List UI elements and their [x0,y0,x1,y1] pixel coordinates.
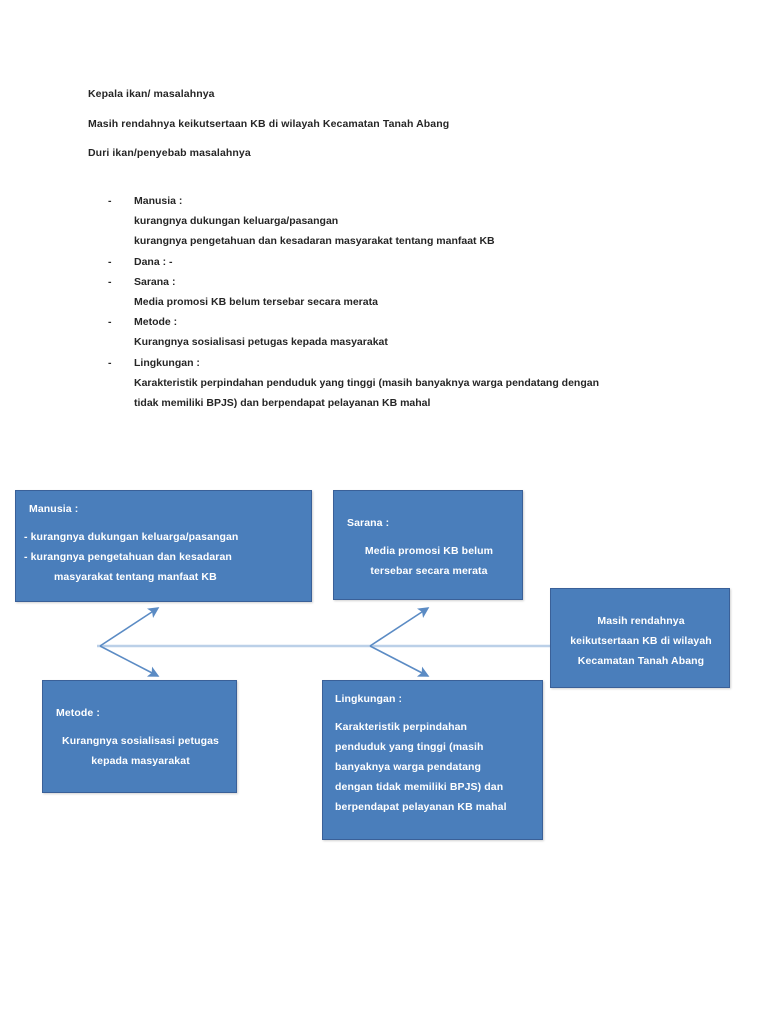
box-title: Lingkungan : [335,693,403,705]
list-item-dana: - Dana : - [108,252,698,272]
cause-list: - Manusia : kurangnya dukungan keluarga/… [108,191,698,413]
document-text-block: Kepala ikan/ masalahnya Masih rendahnya … [88,88,688,177]
cause-detail-line: tidak memiliki BPJS) dan berpendapat pel… [134,397,431,410]
box-body-line: Kurangnya sosialisasi petugas [62,735,219,747]
box-body-line: masyarakat tentang manfaat KB [54,571,217,583]
cause-detail-line: kurangnya pengetahuan dan kesadaran masy… [134,235,495,248]
cause-heading: - Dana : - [108,252,698,272]
box-body-line: penduduk yang tinggi (masih [335,741,484,753]
bullet-dash: - [108,356,112,369]
bullet-dash: - [108,255,112,268]
bone-sarana [369,607,430,647]
box-body-line: Karakteristik perpindahan [335,721,468,733]
box-body-line: berpendapat pelayanan KB mahal [335,801,507,813]
bullet-dash: - [108,316,112,329]
list-item-sarana: - Sarana : Media promosi KB belum terseb… [108,272,698,312]
cause-heading: - Metode : [108,312,698,332]
box-body: Masih rendahnya keikutsertaan KB di wila… [551,611,731,671]
box-body-line: dengan tidak memiliki BPJS) dan [335,781,504,793]
cause-heading: - Manusia : [108,191,698,211]
fishbone-box-head-problem[interactable]: Masih rendahnya keikutsertaan KB di wila… [550,588,730,688]
box-body-line: Kecamatan Tanah Abang [577,655,705,667]
cause-label: Metode : [134,316,178,329]
cause-label: Lingkungan : [134,356,200,369]
heading-fish-bones: Duri ikan/penyebab masalahnya [88,147,251,160]
cause-detail-line: Kurangnya sosialisasi petugas kepada mas… [134,336,388,349]
box-body: Media promosi KB belum tersebar secara m… [334,541,524,581]
bullet-dash: - [108,275,112,288]
box-body-line: - kurangnya dukungan keluarga/pasangan [24,531,239,543]
box-body-line: keikutsertaan KB di wilayah [570,635,712,647]
list-item-lingkungan: - Lingkungan : Karakteristik perpindahan… [108,353,698,414]
bullet-dash: - [108,195,112,207]
box-body-line: Media promosi KB belum [364,545,494,557]
cause-heading: - Sarana : [108,272,698,292]
fishbone-box-sarana[interactable]: Sarana : Media promosi KB belum tersebar… [333,490,523,600]
box-body: Kurangnya sosialisasi petugas kepada mas… [43,731,238,771]
problem-statement-text: Masih rendahnya keikutsertaan KB di wila… [88,117,450,130]
list-item-manusia: - Manusia : kurangnya dukungan keluarga/… [108,191,698,252]
bone-lingkungan [369,645,430,677]
cause-detail-line: Karakteristik perpindahan penduduk yang … [134,376,600,389]
cause-detail-line: kurangnya dukungan keluarga/pasangan [134,215,339,228]
cause-label: Sarana : [134,275,176,288]
box-body-line: Masih rendahnya [597,615,685,627]
box-title: Metode : [56,707,100,719]
fishbone-box-lingkungan[interactable]: Lingkungan : Karakteristik perpindahan p… [322,680,543,840]
list-item-metode: - Metode : Kurangnya sosialisasi petugas… [108,312,698,352]
box-title: Sarana : [347,517,390,529]
bone-metode [99,645,160,677]
box-body-line: kepada masyarakat [91,755,190,767]
box-body-line: tersebar secara merata [370,565,488,577]
box-body-line: banyaknya warga pendatang [335,761,482,773]
cause-detail-line: Media promosi KB belum tersebar secara m… [134,296,378,309]
box-body: Karakteristik perpindahan penduduk yang … [335,717,507,817]
fishbone-box-metode[interactable]: Metode : Kurangnya sosialisasi petugas k… [42,680,237,793]
cause-label: Manusia : [134,195,183,207]
cause-heading: - Lingkungan : [108,353,698,373]
box-body: - kurangnya dukungan keluarga/pasangan -… [24,527,238,587]
fishbone-box-manusia[interactable]: Manusia : - kurangnya dukungan keluarga/… [15,490,312,602]
heading-fish-head: Kepala ikan/ masalahnya [88,88,215,100]
cause-label: Dana : - [134,255,173,268]
box-body-line: - kurangnya pengetahuan dan kesadaran [24,551,232,563]
bone-manusia [99,607,160,647]
box-title: Manusia : [29,503,79,515]
